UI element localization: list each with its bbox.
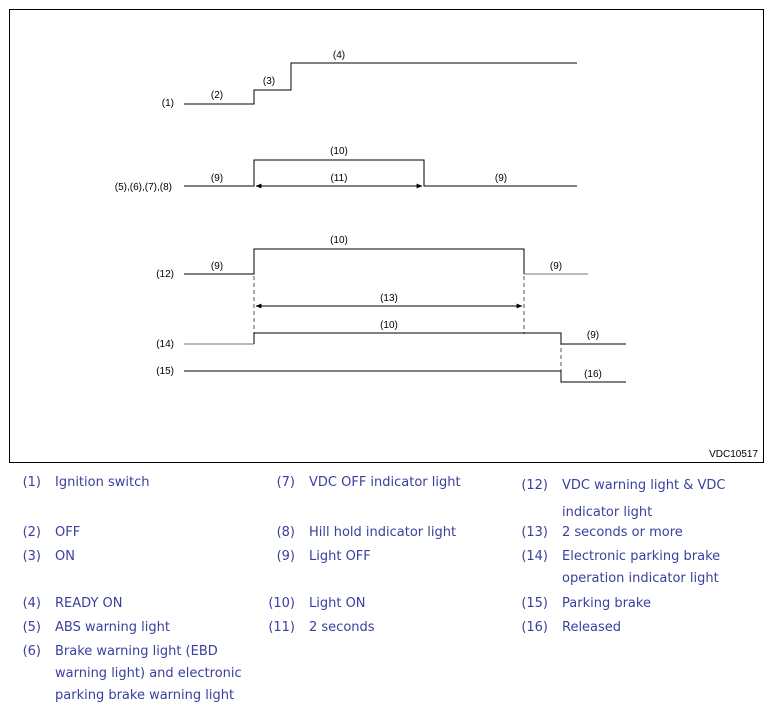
row-label-epb-indicator: (14) [156,339,174,350]
segment-label-light-on: (10) [330,146,348,157]
row-label-ignition: (1) [162,98,174,109]
legend-item: (11)2 seconds [268,620,375,635]
segment-label-light-on: (10) [330,235,348,246]
diagram-frame [9,9,764,463]
segment-label-light-off-left: (9) [211,261,223,272]
legend-item: (5)ABS warning light [22,620,170,635]
legend-item: (10)Light ON [268,596,366,611]
legend-item: (15)Parking brake [521,596,651,611]
legend-item: (2)OFF [22,525,81,540]
figure-id: VDC10517 [709,449,758,460]
segment-label-light-off-right: (9) [550,261,562,272]
segment-label-off: (2) [211,90,223,101]
legend-item: (16)Released [521,620,622,635]
legend-item: (7)VDC OFF indicator light [276,475,461,490]
segment-label-ready-on: (4) [333,50,345,61]
legend: (1)Ignition switch (2)OFF (3)ON (4)READY… [0,472,773,712]
legend-item: (12)VDC warning light & VDC indicator li… [521,478,726,520]
row-label-vdc-warning: (12) [156,269,174,280]
row-label-warning-lights: (5),(6),(7),(8) [115,182,172,193]
legend-item: (9)Light OFF [276,549,371,564]
parking-brake-waveform [184,370,626,383]
segment-label-on: (3) [263,76,275,87]
warning-lights-waveform [184,159,577,187]
legend-item: (4)READY ON [22,596,123,611]
segment-label-two-seconds: (11) [330,173,347,184]
legend-item: (1)Ignition switch [22,475,150,490]
segment-label-two-seconds-or-more: (13) [380,293,398,304]
segment-label-light-off: (9) [587,330,599,341]
ignition-waveform [184,62,577,105]
legend-item: (8)Hill hold indicator light [276,525,457,540]
legend-item: (6)Brake warning light (EBD warning ligh… [22,644,242,703]
timing-diagram: (1) (2) (3) (4) (5),(6),(7),(8) (9) (10)… [9,9,764,463]
legend-item: (13)2 seconds or more [521,525,683,540]
segment-label-light-off-left: (9) [211,173,223,184]
row-label-parking-brake: (15) [156,366,174,377]
epb-indicator-waveform [253,332,626,345]
legend-item: (3)ON [22,549,75,564]
vdc-warning-waveform [184,248,525,275]
legend-item: (14)Electronic parking brake operation i… [521,549,721,586]
segment-label-released: (16) [584,369,602,380]
segment-label-light-on: (10) [380,320,398,331]
segment-label-light-off-right: (9) [495,173,507,184]
